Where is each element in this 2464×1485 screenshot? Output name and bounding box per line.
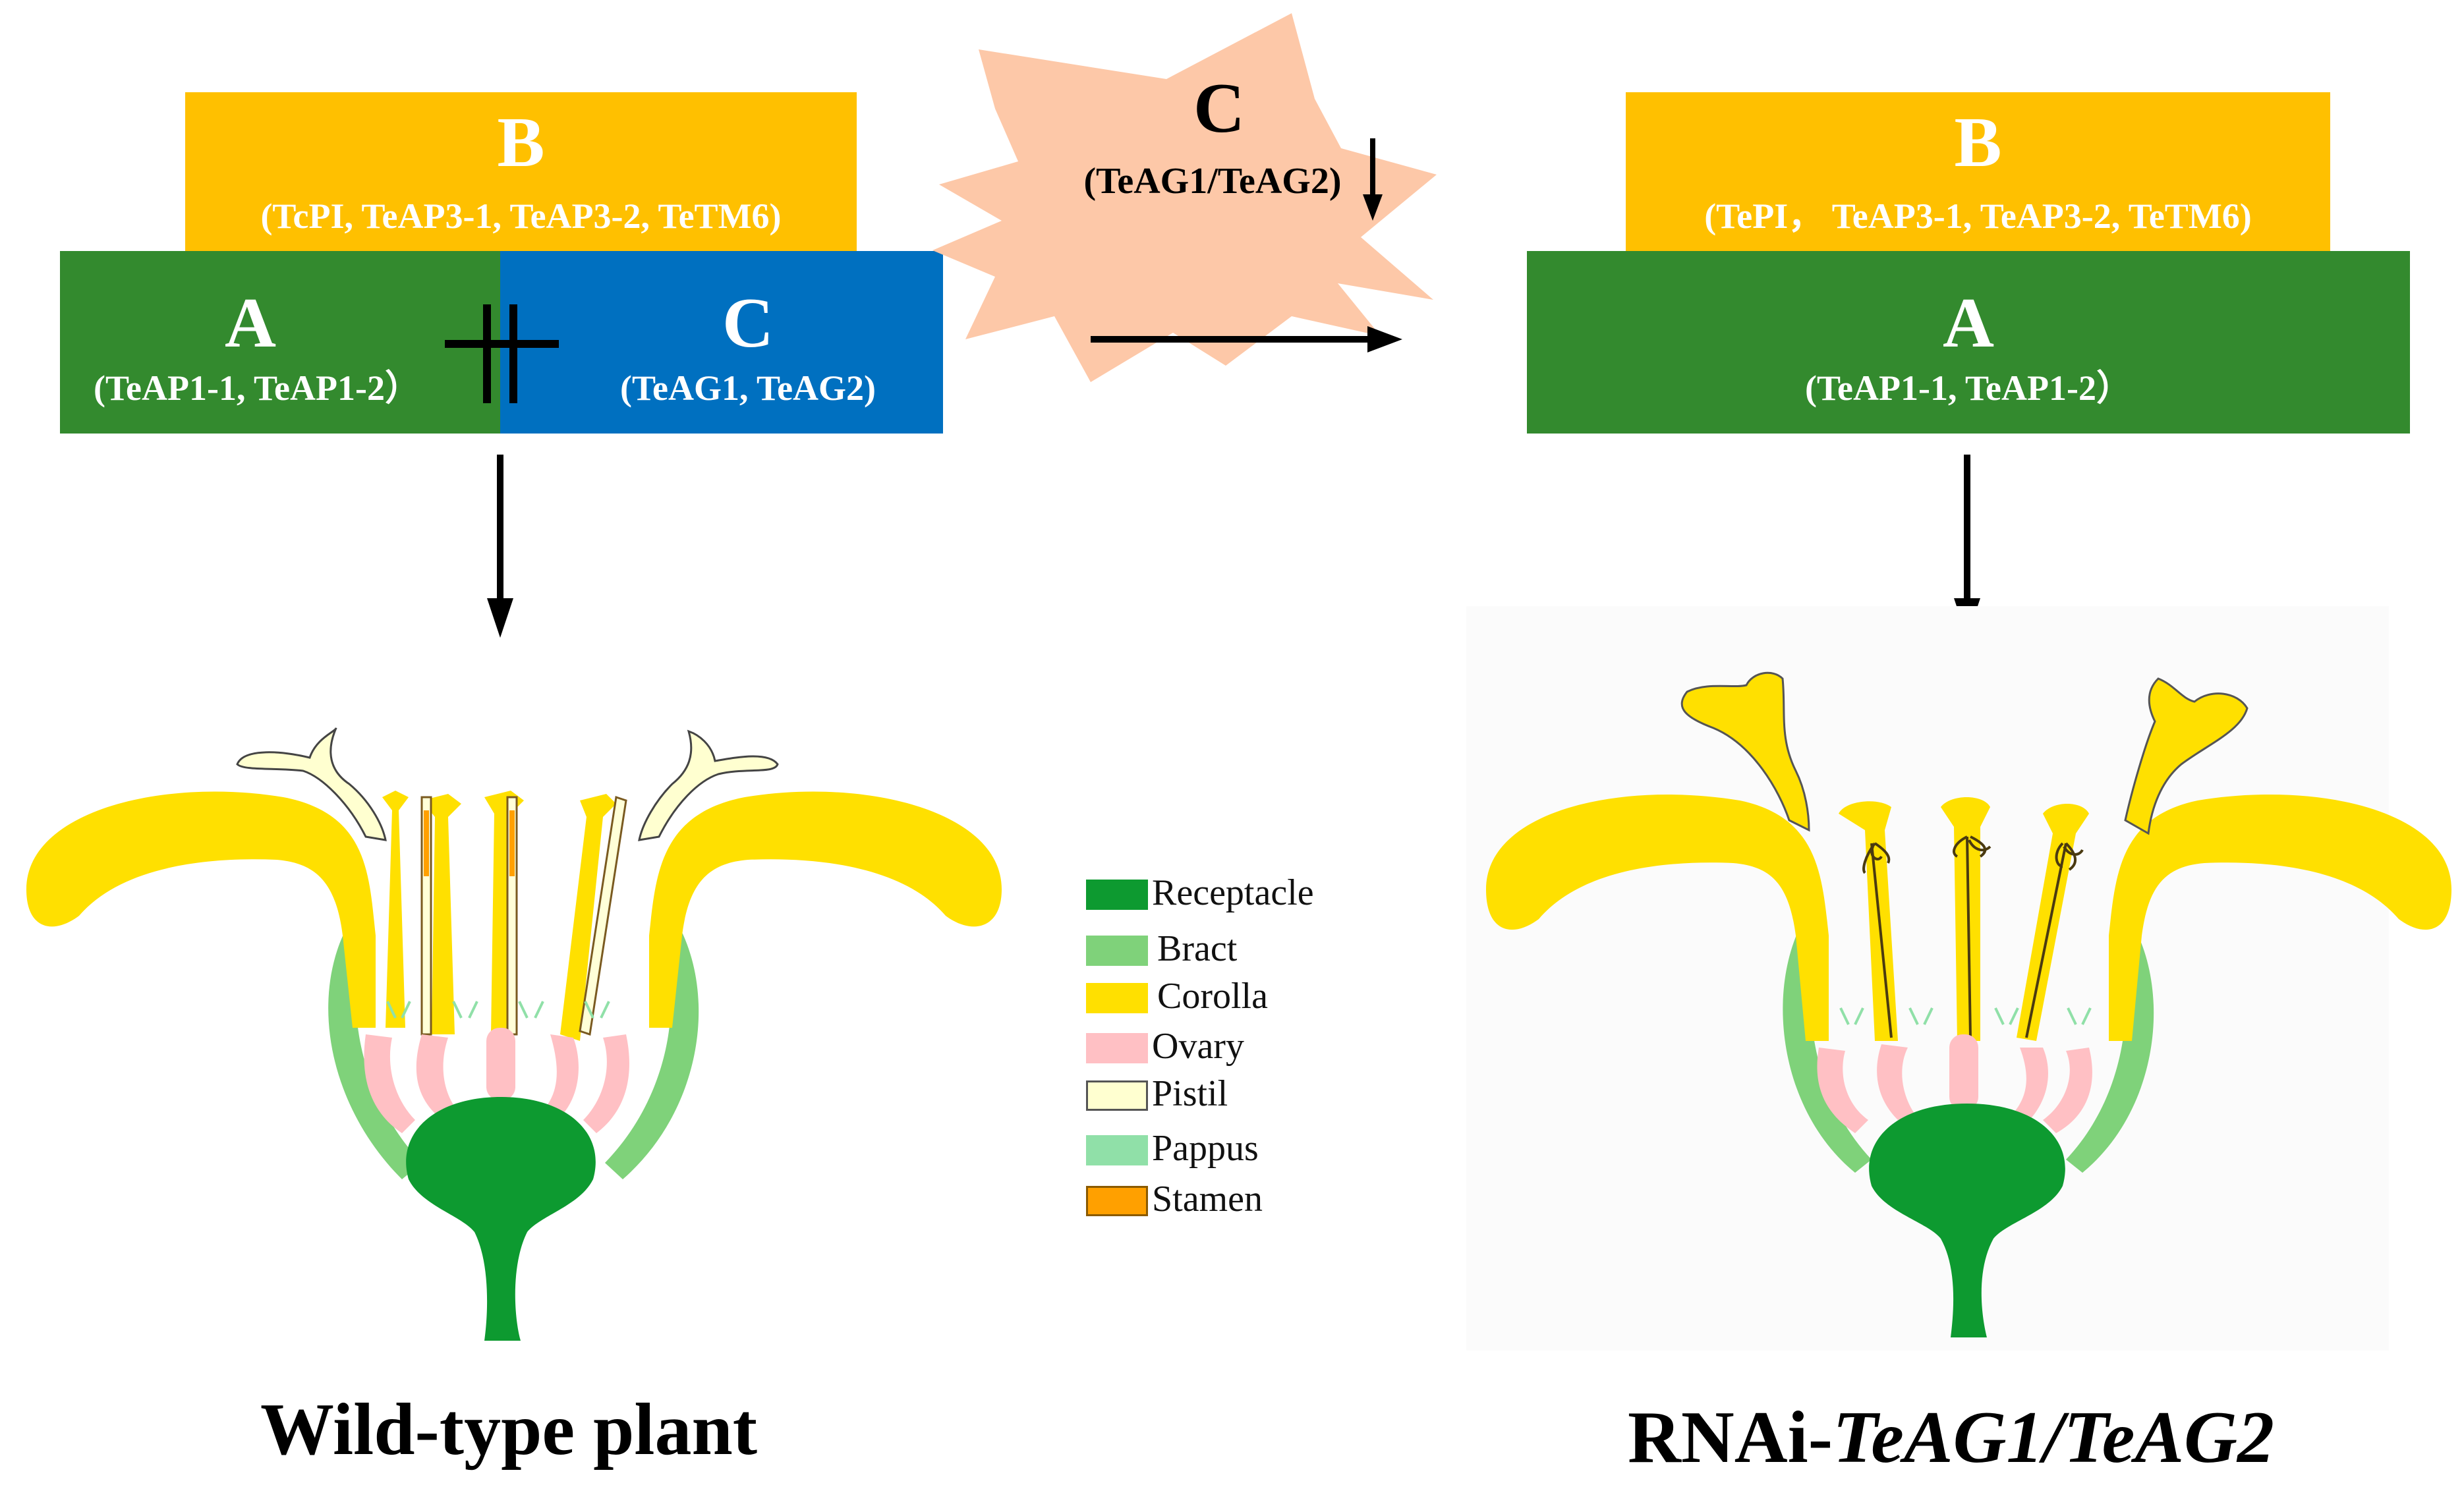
wt-a-box xyxy=(60,251,500,434)
wt-b-box-text: B (TcPI, TeAP3-1, TeAP3-2, TeTM6) xyxy=(185,92,857,254)
rnai-a-box xyxy=(1527,251,2410,434)
star-text: C (TeAG1/TeAG2) xyxy=(1048,72,1377,204)
rnai-receptacle xyxy=(1869,1104,2065,1337)
wt-c-box-text: C (TeAG1, TeAG2) xyxy=(500,251,943,434)
transition-arrow xyxy=(1091,326,1402,352)
rnai-stamens xyxy=(1862,835,2084,1038)
wild-type-caption: Wild-type plant xyxy=(260,1389,758,1471)
wt-floret-4 xyxy=(560,794,616,1041)
rnai-pistil-right xyxy=(2124,677,2249,835)
rnai-bg xyxy=(1466,606,2389,1351)
wt-pappus xyxy=(386,1001,610,1019)
wt-c-box xyxy=(500,251,943,434)
wild-type-flower xyxy=(26,727,1002,1341)
legend-label-pappus: Pappus xyxy=(1152,1128,1259,1169)
rnai-corolla-right xyxy=(2109,795,2451,1041)
legend-swatch-receptacle xyxy=(1086,880,1148,910)
rnai-corolla-left xyxy=(1486,795,1829,1041)
rnai-b-box xyxy=(1626,92,2330,254)
rnai-caption: RNAi-TeAG1/TeAG2 xyxy=(1628,1398,2274,1477)
rnai-caption-genes: TeAG1/TeAG2 xyxy=(1833,1397,2275,1478)
rnai-a-genes: (TeAP1-1, TeAP1-2） xyxy=(1805,368,2132,408)
wt-ovaries xyxy=(364,1028,629,1133)
wt-stamens xyxy=(420,796,627,1036)
wt-a-box-text: A (TeAP1-1, TeAP1-2） xyxy=(60,251,500,434)
wt-pistil-right xyxy=(638,729,779,841)
rnai-b-box-text: B (TePI， TeAP3-1, TeAP3-2, TeTM6) xyxy=(1626,92,2330,254)
wt-b-letter: B xyxy=(497,103,545,182)
rnai-b-genes: (TePI， TeAP3-1, TeAP3-2, TeTM6) xyxy=(1704,196,2252,236)
star-letter: C xyxy=(1193,69,1245,148)
legend-swatch-bract xyxy=(1086,936,1148,966)
wt-corolla-left xyxy=(26,791,376,1028)
wt-b-genes: (TcPI, TeAP3-1, TeAP3-2, TeTM6) xyxy=(260,196,782,236)
rnai-ovaries xyxy=(1817,1034,2092,1133)
rnai-caption-prefix: RNAi- xyxy=(1628,1397,1833,1478)
legend-label-corolla: Corolla xyxy=(1157,976,1268,1017)
legend-label-ovary: Ovary xyxy=(1152,1026,1244,1067)
star-burst xyxy=(932,13,1437,382)
wt-floret-1 xyxy=(382,791,409,1028)
star-genes: (TeAG1/TeAG2) xyxy=(1083,161,1342,202)
wt-pistil-left xyxy=(236,727,387,841)
mutual-repression-symbol xyxy=(445,304,559,403)
rnai-floret-3 xyxy=(2017,804,2089,1041)
legend-label-pistil: Pistil xyxy=(1152,1073,1228,1114)
wt-c-genes: (TeAG1, TeAG2) xyxy=(619,368,876,408)
rnai-a-letter: A xyxy=(1943,284,1994,362)
rnai-floret-2 xyxy=(1941,797,1990,1041)
rnai-b-letter: B xyxy=(1954,103,2002,182)
legend-label-receptacle: Receptacle xyxy=(1152,872,1314,913)
wt-corolla-right xyxy=(649,791,1002,1028)
wt-c-letter: C xyxy=(722,284,774,362)
wt-floret-3 xyxy=(484,791,524,1034)
legend-label-stamen: Stamen xyxy=(1152,1179,1263,1219)
legend-swatch-ovary xyxy=(1086,1033,1148,1063)
down-arrow-small xyxy=(1363,138,1383,221)
legend-swatch-corolla xyxy=(1086,983,1148,1013)
rnai-flower xyxy=(1466,606,2451,1351)
rnai-pistil-left xyxy=(1680,671,1810,832)
legend-label-bract: Bract xyxy=(1157,928,1238,969)
rnai-floret-1 xyxy=(1839,801,1898,1041)
wt-receptacle xyxy=(406,1097,596,1341)
wt-down-arrow xyxy=(487,455,513,638)
rnai-a-box-text: A (TeAP1-1, TeAP1-2） xyxy=(1527,251,2410,434)
wt-a-letter: A xyxy=(225,284,276,362)
wt-floret-2 xyxy=(422,794,461,1034)
legend-swatch-pappus xyxy=(1086,1135,1148,1165)
wt-b-box xyxy=(185,92,857,254)
rnai-pappus xyxy=(1839,1007,2092,1025)
legend-swatch-pistil xyxy=(1086,1080,1148,1111)
legend-swatch-stamen xyxy=(1086,1186,1148,1216)
wt-a-genes: (TeAP1-1, TeAP1-2） xyxy=(94,368,420,408)
